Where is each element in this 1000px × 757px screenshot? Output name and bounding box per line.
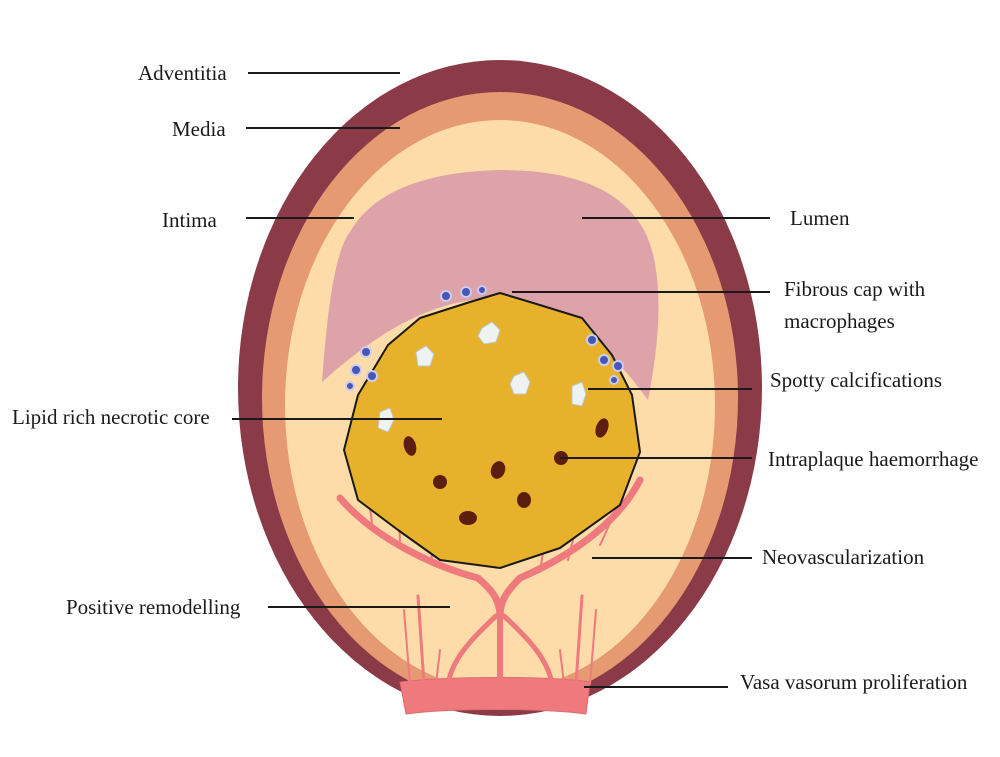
label-intraplaque-haemorrhage: Intraplaque haemorrhage bbox=[768, 447, 979, 471]
vasa-vasorum-band bbox=[399, 677, 591, 715]
label-intima: Intima bbox=[162, 208, 217, 232]
label-lumen: Lumen bbox=[790, 206, 850, 230]
label-lipid-core: Lipid rich necrotic core bbox=[12, 405, 210, 429]
macrophages bbox=[345, 285, 624, 391]
vasa-vasorum-vessels bbox=[403, 594, 597, 689]
label-vasa-vasorum-proliferation: Vasa vasorum proliferation bbox=[740, 670, 968, 694]
label-fibrous-cap-line2: macrophages bbox=[784, 309, 895, 333]
label-neovascularization: Neovascularization bbox=[762, 545, 925, 569]
label-fibrous-cap-line1: Fibrous cap with bbox=[784, 277, 926, 301]
lumen bbox=[322, 170, 659, 400]
label-media: Media bbox=[172, 117, 226, 141]
leader-lines bbox=[232, 72, 770, 688]
label-adventitia: Adventitia bbox=[138, 61, 227, 85]
label-positive-remodelling: Positive remodelling bbox=[66, 595, 241, 619]
label-spotty-calcifications: Spotty calcifications bbox=[770, 368, 943, 392]
